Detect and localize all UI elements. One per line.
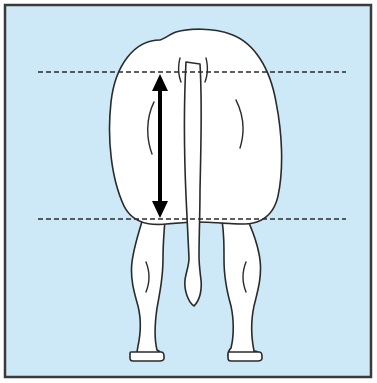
cow-tail bbox=[185, 62, 202, 306]
left-hoof bbox=[130, 352, 164, 361]
right-hoof bbox=[228, 352, 262, 361]
